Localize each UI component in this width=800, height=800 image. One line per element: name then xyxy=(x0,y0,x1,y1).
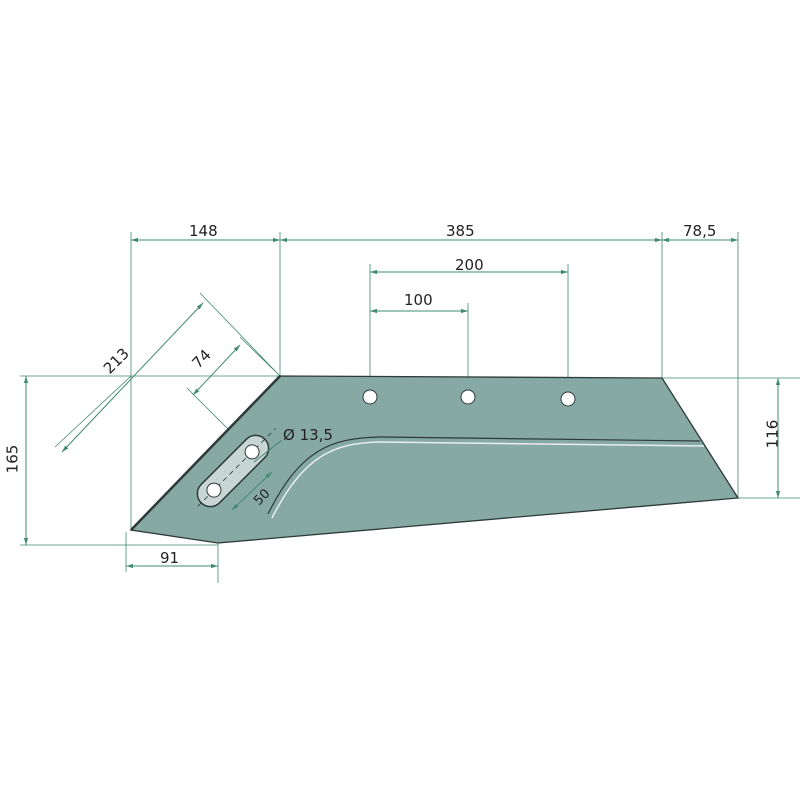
dim-78-5: 78,5 xyxy=(683,222,717,240)
dim-165: 165 xyxy=(3,444,22,474)
hole-diameter-label: Ø 13,5 xyxy=(283,426,333,444)
dim-91: 91 xyxy=(160,549,180,567)
dim-200: 200 xyxy=(455,256,484,274)
dim-385: 385 xyxy=(446,222,475,240)
dim-148: 148 xyxy=(189,222,218,240)
part-body xyxy=(129,375,740,544)
dimension-lines xyxy=(23,237,781,569)
mounting-holes xyxy=(362,389,576,407)
dim-116: 116 xyxy=(763,419,782,449)
dim-100: 100 xyxy=(404,291,433,309)
